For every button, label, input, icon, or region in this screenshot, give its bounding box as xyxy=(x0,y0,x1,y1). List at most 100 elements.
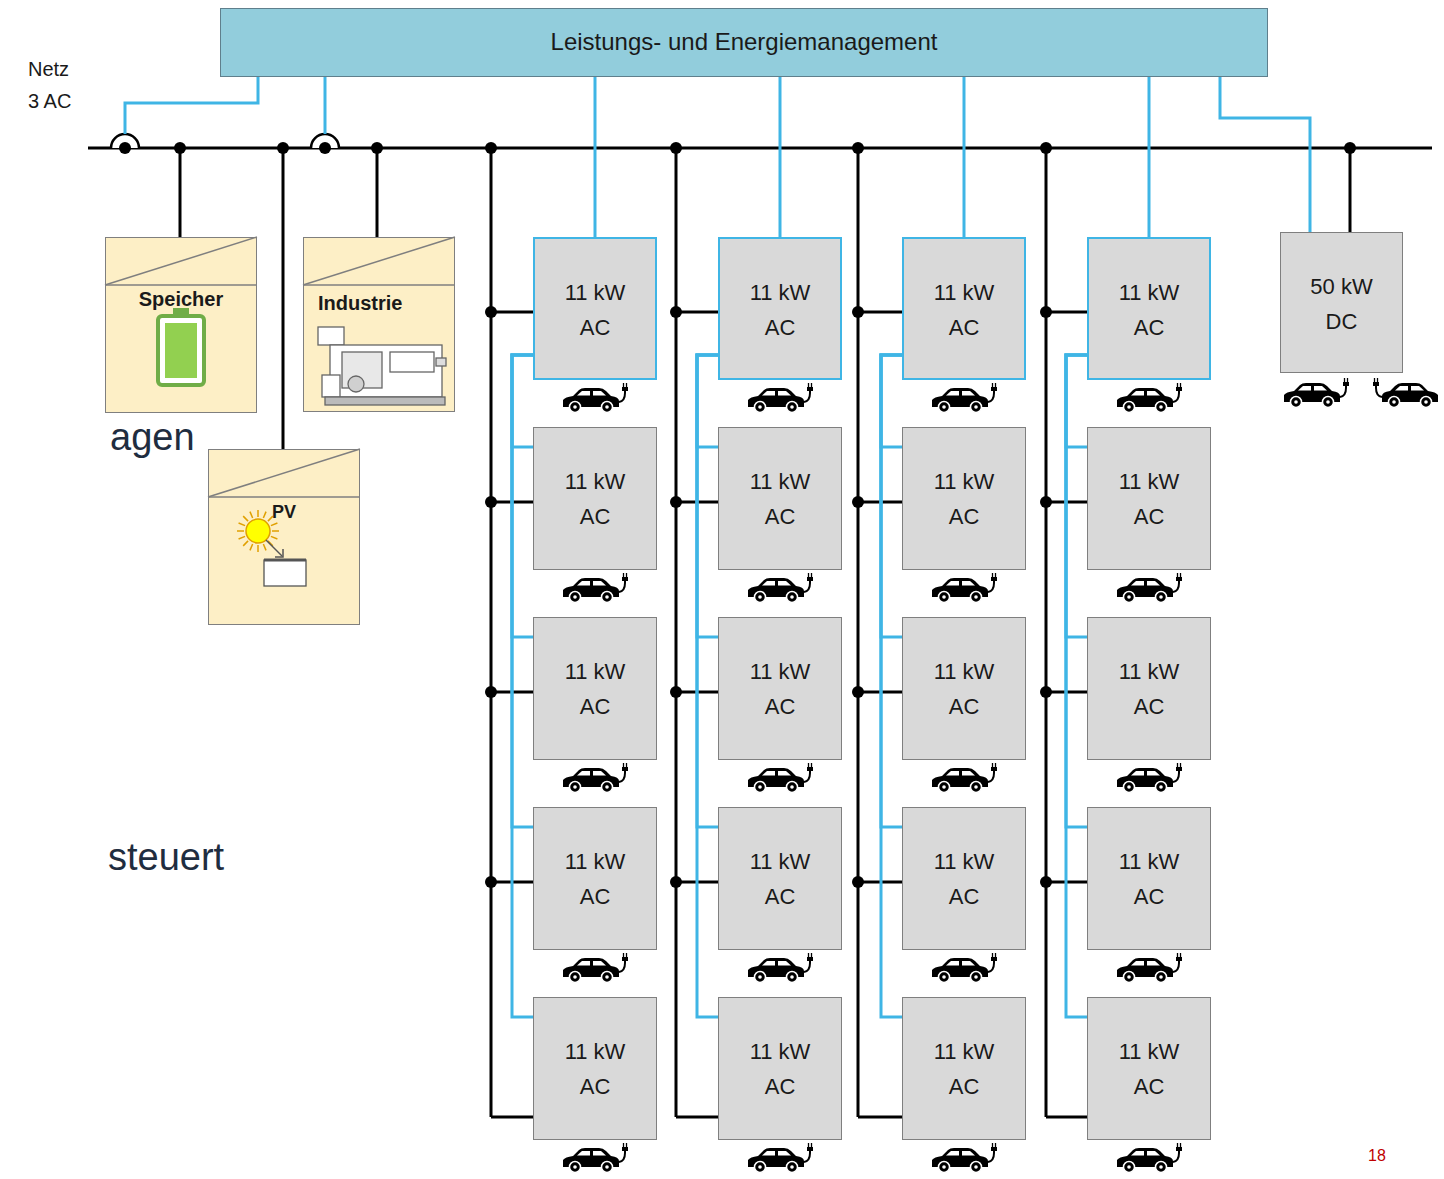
node-text: 11 kW AC xyxy=(744,844,816,914)
node-text: 11 kW AC xyxy=(1113,844,1185,914)
control-connector xyxy=(881,355,902,447)
power-bus xyxy=(88,148,1432,449)
car-symbol xyxy=(748,1143,813,1173)
control-connector xyxy=(1066,355,1087,827)
control-connector xyxy=(512,355,533,827)
car-symbol xyxy=(1117,763,1182,793)
charger-box: 11 kW AC xyxy=(718,617,842,760)
node-text: PV xyxy=(209,502,359,524)
battery-icon xyxy=(158,308,204,385)
page-number: 18 xyxy=(1368,1147,1386,1165)
car-symbol xyxy=(563,573,628,603)
node-text: 11 kW AC xyxy=(744,654,816,724)
node-text: 11 kW AC xyxy=(1113,275,1185,345)
control-line xyxy=(125,77,325,134)
control-connector xyxy=(697,355,718,637)
control-connector xyxy=(1066,355,1087,637)
car-symbol-group xyxy=(563,378,1438,1173)
control-connector xyxy=(512,355,533,447)
charger-box: 11 kW AC xyxy=(902,427,1026,570)
charger-box: 11 kW AC xyxy=(718,807,842,950)
car-symbol xyxy=(932,763,997,793)
pv-icon xyxy=(237,510,306,586)
node-text: 11 kW AC xyxy=(559,275,631,345)
node-text: 11 kW AC xyxy=(1113,464,1185,534)
charger-box: 11 kW AC xyxy=(1087,997,1211,1140)
car-symbol xyxy=(1373,378,1438,408)
component-box: PV xyxy=(208,449,360,625)
node-text: 11 kW AC xyxy=(928,464,1000,534)
charger-box: 11 kW AC xyxy=(1087,237,1211,380)
charger-box: 11 kW AC xyxy=(902,617,1026,760)
control-connector xyxy=(512,355,533,637)
car-symbol xyxy=(563,953,628,983)
car-symbol xyxy=(748,763,813,793)
charger-box: 11 kW AC xyxy=(902,807,1026,950)
charger-box: 11 kW AC xyxy=(533,427,657,570)
control-connector xyxy=(881,355,902,827)
slide-text-fragment: steuert xyxy=(108,836,224,879)
control-connector xyxy=(697,355,718,447)
node-text: 11 kW AC xyxy=(1113,1034,1185,1104)
charger-box: 11 kW AC xyxy=(718,997,842,1140)
grid-label: Netz xyxy=(28,58,69,81)
node-text: 11 kW AC xyxy=(928,844,1000,914)
charger-box: 11 kW AC xyxy=(1087,427,1211,570)
control-connector xyxy=(1066,355,1087,1017)
car-symbol xyxy=(563,383,628,413)
node-text: Speicher xyxy=(106,287,256,311)
control-connector xyxy=(1220,77,1310,232)
node-text: Leistungs- und Energiemanagement xyxy=(551,28,938,57)
charger-box: 11 kW AC xyxy=(718,427,842,570)
car-symbol xyxy=(748,573,813,603)
node-text: 11 kW AC xyxy=(744,464,816,534)
control-connector xyxy=(1148,77,1151,237)
car-symbol xyxy=(563,763,628,793)
car-symbol xyxy=(932,573,997,603)
node-text: 11 kW AC xyxy=(559,844,631,914)
car-symbol xyxy=(932,953,997,983)
control-connector xyxy=(697,355,718,1017)
car-symbol xyxy=(748,953,813,983)
charger-box: 50 kW DC xyxy=(1280,232,1403,373)
car-symbol xyxy=(748,383,813,413)
node-text: 11 kW AC xyxy=(559,1034,631,1104)
charger-box: 11 kW AC xyxy=(533,997,657,1140)
management-bar: Leistungs- und Energiemanagement xyxy=(220,8,1268,77)
machine-icon xyxy=(318,327,446,405)
node-text: 11 kW AC xyxy=(744,275,816,345)
charger-box: 11 kW AC xyxy=(1087,617,1211,760)
car-symbol xyxy=(1117,953,1182,983)
car-symbol xyxy=(1117,1143,1182,1173)
node-text: 11 kW AC xyxy=(1113,654,1185,724)
charger-box: 11 kW AC xyxy=(533,237,657,380)
control-connector xyxy=(881,355,902,1017)
car-symbol xyxy=(1117,383,1182,413)
junction-dot xyxy=(174,142,1356,154)
node-text: 11 kW AC xyxy=(744,1034,816,1104)
grid-label: 3 AC xyxy=(28,90,71,113)
converter-symbol xyxy=(105,237,455,497)
control-connector xyxy=(512,355,533,1017)
control-connector xyxy=(1066,355,1087,447)
car-symbol xyxy=(932,1143,997,1173)
charger-box: 11 kW AC xyxy=(533,617,657,760)
control-connector xyxy=(594,77,597,237)
slide-text-fragment: agen xyxy=(110,416,195,459)
control-connector xyxy=(779,77,782,237)
node-text: 11 kW AC xyxy=(928,654,1000,724)
control-connector xyxy=(697,355,718,827)
charger-box: 11 kW AC xyxy=(533,807,657,950)
car-symbol xyxy=(1117,573,1182,603)
car-symbol xyxy=(1284,378,1349,408)
car-symbol xyxy=(932,383,997,413)
charger-box: 11 kW AC xyxy=(902,237,1026,380)
node-text: Industrie xyxy=(318,291,454,315)
node-text: 50 kW DC xyxy=(1306,269,1378,339)
charger-box: 11 kW AC xyxy=(718,237,842,380)
node-text: 11 kW AC xyxy=(928,1034,1000,1104)
node-text: 11 kW AC xyxy=(559,654,631,724)
connector-group xyxy=(512,77,1310,1017)
breaker-symbol xyxy=(111,134,339,154)
